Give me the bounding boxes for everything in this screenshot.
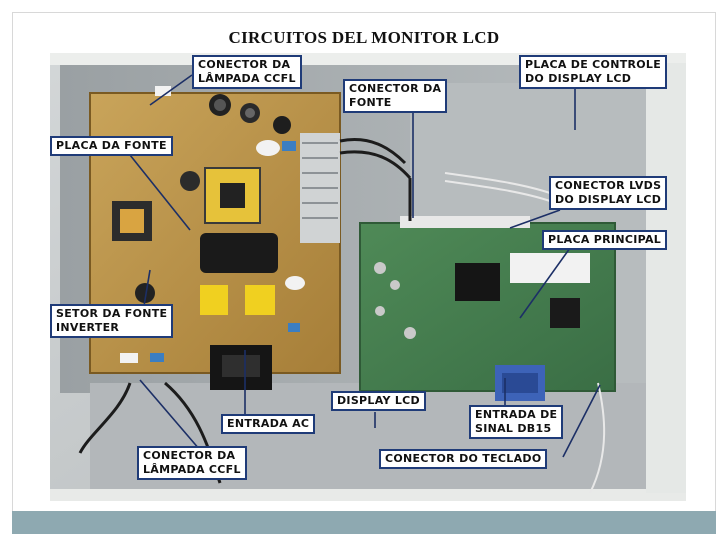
label-keyboard-connector-line1: CONECTOR DO TECLADO — [385, 452, 542, 465]
label-inverter-section-line2: INVERTER — [56, 321, 120, 334]
label-lamp-connector-bottom: CONECTOR DA LÂMPADA CCFL — [137, 446, 247, 480]
label-lvds-connector-line2: DO DISPLAY LCD — [555, 193, 662, 206]
label-inverter-section: SETOR DA FONTE INVERTER — [50, 304, 174, 338]
label-lamp-connector-top-line1: CONECTOR DA — [198, 58, 291, 71]
label-inverter-section-line1: SETOR DA FONTE — [56, 307, 168, 320]
label-lamp-connector-bottom-line2: LÂMPADA CCFL — [143, 463, 241, 476]
label-lcd-display-line1: DISPLAY LCD — [337, 394, 420, 407]
monitor-circuit-photo — [50, 53, 686, 501]
label-power-connector-line1: CONECTOR DA — [349, 82, 442, 95]
label-lamp-connector-top-line2: LÂMPADA CCFL — [198, 72, 296, 85]
label-power-connector: CONECTOR DA FONTE — [343, 79, 448, 113]
label-ac-input-line1: ENTRADA AC — [227, 417, 310, 430]
footer-bar — [12, 511, 716, 534]
label-db15-input-line1: ENTRADA DE — [475, 408, 558, 421]
label-power-connector-line2: FONTE — [349, 96, 392, 109]
label-lvds-connector: CONECTOR LVDS DO DISPLAY LCD — [549, 176, 668, 210]
label-lamp-connector-bottom-line1: CONECTOR DA — [143, 449, 236, 462]
label-db15-input: ENTRADA DE SINAL DB15 — [469, 405, 564, 439]
label-power-board-line1: PLACA DA FONTE — [56, 139, 167, 152]
label-display-control-board: PLACA DE CONTROLE DO DISPLAY LCD — [519, 55, 668, 89]
label-lvds-connector-line1: CONECTOR LVDS — [555, 179, 662, 192]
label-lamp-connector-top: CONECTOR DA LÂMPADA CCFL — [192, 55, 302, 89]
label-lcd-display: DISPLAY LCD — [331, 391, 426, 411]
label-db15-input-line2: SINAL DB15 — [475, 422, 552, 435]
label-ac-input: ENTRADA AC — [221, 414, 316, 434]
label-main-board-line1: PLACA PRINCIPAL — [548, 233, 662, 246]
slide-title: CIRCUITOS DEL MONITOR LCD — [228, 28, 500, 47]
label-main-board: PLACA PRINCIPAL — [542, 230, 668, 250]
label-power-board: PLACA DA FONTE — [50, 136, 173, 156]
label-keyboard-connector: CONECTOR DO TECLADO — [379, 449, 548, 469]
label-display-control-board-line1: PLACA DE CONTROLE — [525, 58, 662, 71]
label-display-control-board-line2: DO DISPLAY LCD — [525, 72, 632, 85]
